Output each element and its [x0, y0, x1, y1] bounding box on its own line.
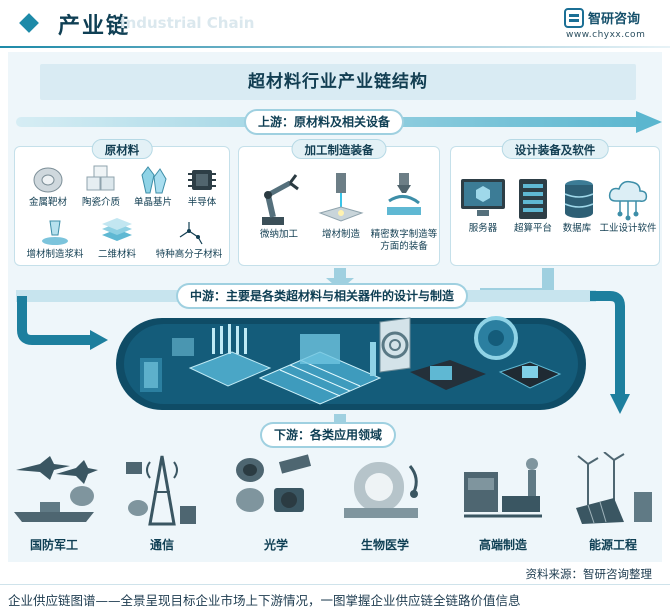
robot-arm-icon	[262, 174, 299, 225]
equipment-box: 加工制造装备 微纳加工 增材制造 精密数字制造等方面的装备	[238, 139, 440, 266]
downstream-biomed: 生物医学	[340, 452, 430, 553]
item-ceramic-dielectric: 陶瓷介质	[77, 165, 125, 209]
software-title: 设计装备及软件	[501, 139, 609, 159]
downstream-label: 高端制造	[478, 538, 527, 552]
item-database: 数据库	[555, 177, 599, 235]
item-label: 增材制造	[321, 229, 360, 240]
item-label: 工业设计软件	[599, 223, 657, 234]
layers-icon	[102, 218, 132, 241]
brand-logo: 智研咨询 www.chyxx.com	[564, 6, 656, 42]
item-label: 特种高分子材料	[155, 249, 223, 260]
source-note: 资料来源：智研咨询整理	[525, 567, 653, 581]
upstream-banner: 上游：原材料及相关设备	[246, 111, 403, 133]
chip-icon	[188, 170, 216, 190]
item-label: 超算平台	[513, 223, 552, 234]
downstream-label: 光学	[263, 538, 288, 552]
wind-solar-icon	[576, 451, 652, 524]
software-box: 设计装备及软件 服务器 超算平台 数据库 工业设计软件	[450, 139, 660, 266]
item-2d-material: 二维材料	[91, 217, 143, 261]
brand-logo-icon	[564, 8, 584, 28]
slurry-icon	[42, 220, 68, 245]
item-label: 陶瓷介质	[81, 197, 120, 208]
page-title: 产业链	[58, 14, 131, 39]
item-label: 单晶基片	[133, 197, 172, 208]
brand-name: 智研咨询	[588, 12, 641, 27]
item-design-software: 工业设计软件	[597, 177, 659, 235]
item-micro-nano: 微纳加工	[247, 171, 311, 241]
brand-url: www.chyxx.com	[566, 30, 646, 40]
ceramic-cubes-icon	[86, 165, 115, 191]
factory-robot-icon	[464, 458, 542, 518]
downstream-optics: 光学	[230, 452, 322, 553]
footer-divider	[0, 584, 670, 585]
telescope-lens-icon	[236, 454, 312, 512]
item-metal-target: 金属靶材	[23, 165, 73, 209]
downstream-energy: 能源工程	[568, 451, 658, 553]
item-label: 数据库	[562, 223, 592, 234]
downstream-defense: 国防军工	[10, 452, 98, 553]
database-icon	[564, 180, 594, 218]
crystal-icon	[141, 166, 167, 194]
3d-printer-icon	[387, 173, 421, 215]
downstream-label: 国防军工	[29, 538, 78, 552]
item-additive: 增材制造	[313, 171, 369, 241]
item-label: 金属靶材	[28, 197, 67, 208]
title-diamond-icon	[19, 13, 39, 33]
raw-materials-title: 原材料	[91, 139, 153, 159]
item-label: 服务器	[468, 223, 498, 234]
fighter-ship-icon	[14, 456, 98, 522]
item-server: 服务器	[455, 177, 511, 235]
header-divider	[0, 46, 670, 48]
item-polymer: 特种高分子材料	[151, 217, 227, 261]
raw-materials-box: 原材料 金属靶材 陶瓷介质 单晶基片 半导体	[14, 139, 230, 266]
header: 产业链 Industrial Chain 智研咨询 www.chyxx.com	[0, 0, 670, 46]
item-precision: 精密数字制造等方面的装备	[369, 171, 439, 253]
cloud-network-icon	[608, 180, 648, 221]
midstream-banner: 中游：主要是各类超材料与相关器件的设计与制造	[178, 285, 467, 307]
item-single-crystal: 单晶基片	[129, 165, 177, 209]
equipment-title: 加工制造装备	[291, 139, 387, 159]
downstream-label: 生物医学	[360, 538, 409, 552]
item-label: 增材制造浆料	[26, 249, 84, 260]
item-label: 微纳加工	[259, 229, 298, 240]
footer-text: 企业供应链图谱——全景呈现目标企业市场上下游情况，一图掌握企业供应链全链路价值信…	[8, 593, 521, 608]
item-label: 二维材料	[97, 249, 136, 260]
metal-coil-icon	[33, 167, 63, 193]
downstream-banner: 下游：各类应用领域	[262, 424, 395, 446]
telecom-tower-icon	[126, 455, 196, 526]
diagram-panel	[8, 52, 662, 562]
upstream-arrow-icon	[636, 111, 662, 133]
item-semiconductor: 半导体	[179, 165, 225, 209]
server-rack-icon	[519, 179, 547, 219]
mri-scanner-icon	[344, 462, 418, 518]
item-label: 半导体	[187, 197, 217, 208]
downstream-telecom: 通信	[118, 452, 206, 553]
item-supercomputer: 超算平台	[507, 177, 559, 235]
downstream-label: 能源工程	[588, 538, 637, 552]
diagram-title: 超材料行业产业链结构	[40, 64, 636, 100]
monitor-icon	[461, 179, 505, 216]
item-label: 精密数字制造等方面的装备	[370, 229, 438, 252]
molecule-icon	[179, 222, 203, 245]
item-am-slurry: 增材制造浆料	[23, 217, 87, 261]
downstream-label: 通信	[149, 538, 174, 552]
laser-printer-icon	[318, 173, 364, 222]
downstream-manufacturing: 高端制造	[458, 452, 548, 553]
watermark-text: Industrial Chain	[120, 14, 255, 32]
